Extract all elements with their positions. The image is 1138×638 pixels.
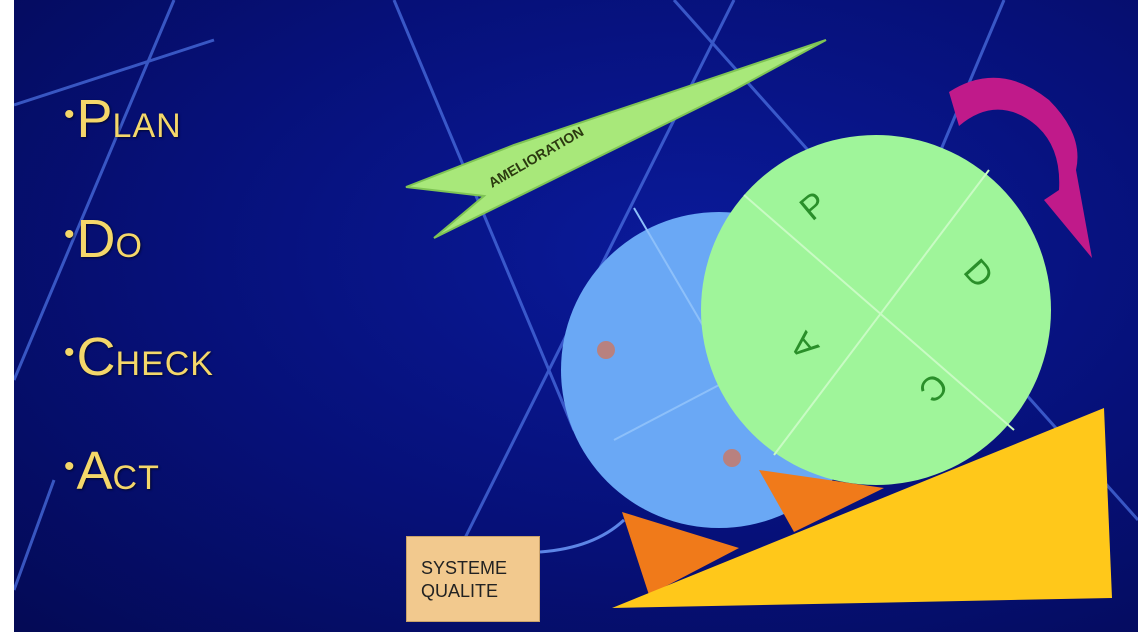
back-wheel-mark (597, 341, 615, 359)
bullet-check-initial: C (77, 327, 116, 387)
bullet-plan-rest: LAN (113, 107, 182, 145)
bullet-check: •CHECK (64, 326, 214, 388)
pdca-diagram: P D A C AMELIORATION (14, 0, 1138, 632)
bullet-act-initial: A (77, 441, 113, 501)
bullet-plan: •PLAN (64, 88, 182, 150)
quality-system-box: SYSTEME QUALITE (406, 536, 540, 622)
bullet-dot: • (64, 450, 75, 483)
bullet-do-rest: O (116, 227, 143, 265)
bullet-act: •ACT (64, 440, 160, 502)
bullet-dot: • (64, 98, 75, 131)
bullet-check-rest: HECK (116, 345, 214, 383)
bullet-plan-initial: P (77, 89, 113, 149)
quality-connector-line (540, 520, 624, 552)
bullet-act-rest: CT (113, 459, 160, 497)
bullet-dot: • (64, 336, 75, 369)
bullet-do-initial: D (77, 209, 116, 269)
back-wheel-mark (723, 449, 741, 467)
slide-canvas: P D A C AMELIORATION •PLAN •DO •CHECK •A… (14, 0, 1138, 632)
bullet-do: •DO (64, 208, 143, 270)
streak-line (394, 0, 574, 430)
bullet-dot: • (64, 218, 75, 251)
quality-box-line2: QUALITE (421, 580, 539, 603)
streak-line (14, 480, 54, 590)
quality-box-line1: SYSTEME (421, 557, 539, 580)
streak-line (14, 0, 174, 380)
pdca-wheel: P D A C (701, 135, 1051, 485)
